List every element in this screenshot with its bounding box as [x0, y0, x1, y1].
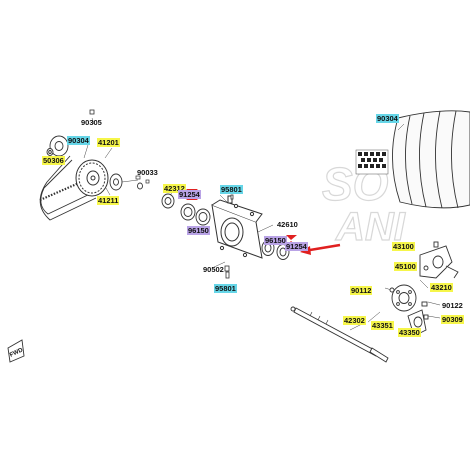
seal-42312	[161, 193, 175, 209]
drive-chain	[39, 155, 97, 221]
part-label-95801-top: 95801	[220, 185, 243, 194]
front-sprocket	[46, 135, 69, 157]
bolt-cluster	[135, 175, 150, 184]
brake-disc	[391, 284, 417, 312]
part-label-96150-left: 96150	[187, 226, 210, 235]
part-label-43351: 43351	[371, 321, 394, 330]
part-label-90122: 90122	[442, 301, 463, 310]
screw-90305	[89, 109, 95, 115]
part-label-91254-left: 91254	[178, 190, 201, 199]
part-label-42302: 42302	[343, 316, 366, 325]
part-label-42610: 42610	[277, 220, 298, 229]
part-label-90304-left: 90304	[67, 136, 90, 145]
part-label-42312: 42312	[163, 184, 186, 193]
part-label-43100: 43100	[392, 242, 415, 251]
fwd-label: FWD	[9, 347, 25, 358]
housing-bolts	[224, 194, 234, 279]
part-label-41201: 41201	[97, 138, 120, 147]
part-label-90112: 90112	[350, 286, 373, 295]
brake-caliper	[419, 241, 459, 279]
part-label-91254-right: 91254	[285, 242, 308, 251]
part-label-90304-right: 90304	[376, 114, 399, 123]
part-label-43210: 43210	[430, 283, 453, 292]
part-label-90305: 90305	[81, 118, 102, 127]
part-label-96150-right: 96150	[264, 236, 287, 245]
rear-sprocket	[75, 159, 109, 197]
part-label-90309: 90309	[441, 315, 464, 324]
tread-pattern-icon	[355, 149, 389, 175]
part-label-90502: 90502	[203, 265, 224, 274]
sprocket-hub	[109, 173, 143, 191]
part-label-95801-bottom: 95801	[214, 284, 237, 293]
axle-housing	[211, 195, 263, 259]
bearing-left	[180, 203, 211, 226]
tire-drawing	[392, 110, 470, 209]
fwd-arrow-icon: FWD	[7, 339, 25, 363]
part-label-43350: 43350	[398, 328, 421, 337]
rear-axle-shaft	[290, 306, 389, 363]
part-label-50306: 50306	[42, 156, 65, 165]
part-label-90033: 90033	[137, 168, 158, 177]
part-label-41211: 41211	[97, 196, 120, 205]
part-label-45100: 45100	[394, 262, 417, 271]
